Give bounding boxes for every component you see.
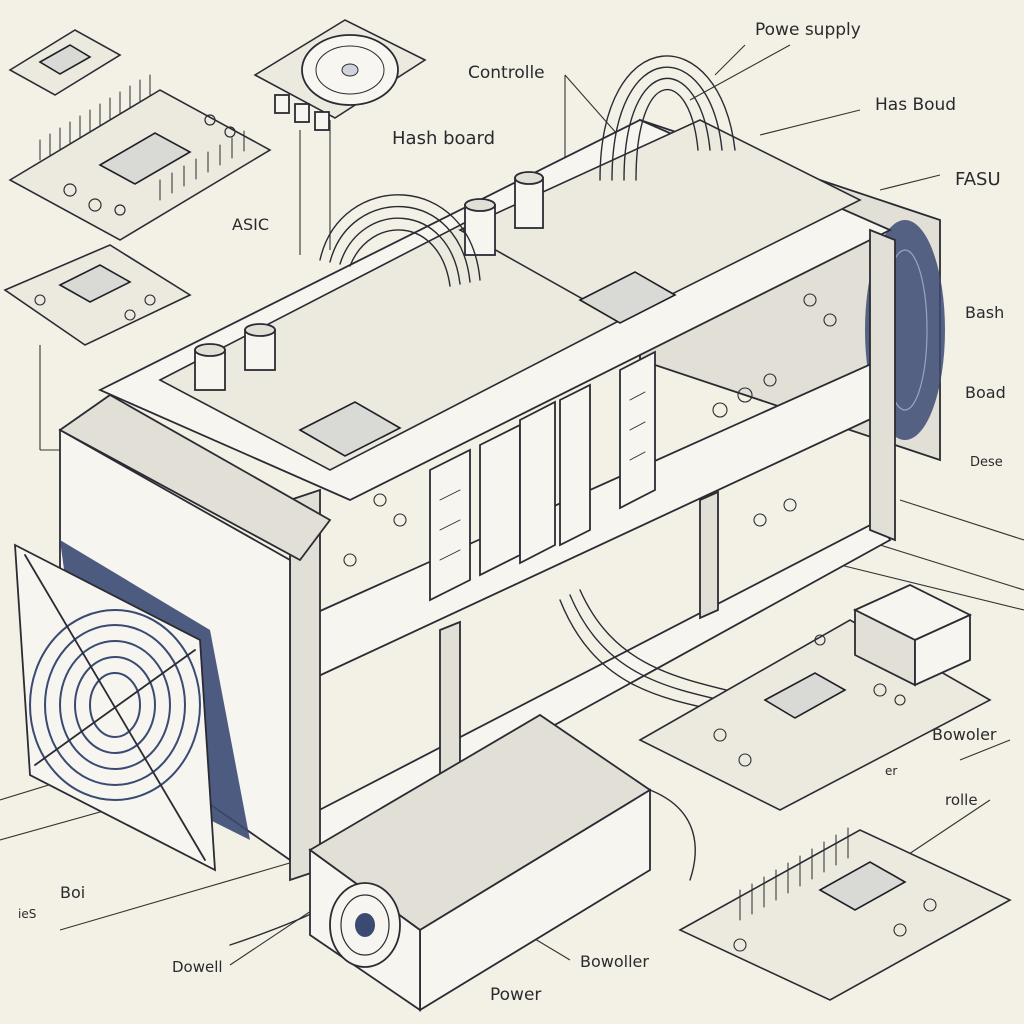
fan-module-top <box>253 19 427 131</box>
label-rolle: rolle <box>945 791 978 809</box>
label-asic: ASIC <box>232 215 269 234</box>
label-er: er <box>885 764 897 778</box>
asic-chip-icon <box>298 401 402 457</box>
label-controlle: Controlle <box>468 63 545 83</box>
fan-icon <box>13 540 250 872</box>
label-fasu: FASU <box>955 169 1001 190</box>
label-boi: Boi <box>60 883 85 902</box>
label-dowell: Dowell <box>172 958 223 976</box>
asic-chip-icon <box>578 271 677 324</box>
label-dese: Dese <box>970 455 1003 470</box>
label-bash: Bash <box>965 303 1004 322</box>
label-bowoler: Bowoler <box>932 725 997 744</box>
asic-chip-icon <box>818 861 907 911</box>
label-bowoller: Bowoller <box>580 952 649 971</box>
heatsink-icon <box>739 827 849 921</box>
inner-hash-boards <box>158 119 862 602</box>
small-board-top-left <box>8 29 122 96</box>
controller-board-right <box>638 584 992 811</box>
label-ies: ieS <box>18 907 36 921</box>
hash-board-mid-left <box>3 244 192 346</box>
label-hash-board-top: Hash board <box>392 128 495 149</box>
asic-chip-icon <box>58 264 132 303</box>
label-power-supply: Powe supply <box>755 20 861 40</box>
asic-chip-icon <box>98 132 192 185</box>
capacitor-icon <box>194 171 544 391</box>
label-has-boud: Has Boud <box>875 95 956 115</box>
hash-board-top-left <box>8 74 272 241</box>
label-boad: Boad <box>965 383 1006 402</box>
power-supply-unit <box>308 713 652 1012</box>
asic-chip-icon <box>763 672 847 719</box>
heatsink-icon <box>39 74 245 201</box>
components <box>63 114 236 216</box>
label-power: Power <box>490 985 541 1005</box>
fan-icon <box>329 882 401 968</box>
hash-board-bottom-right <box>678 827 1012 1001</box>
labels: Powe supply Controlle Has Boud Hash boar… <box>18 20 1006 1005</box>
